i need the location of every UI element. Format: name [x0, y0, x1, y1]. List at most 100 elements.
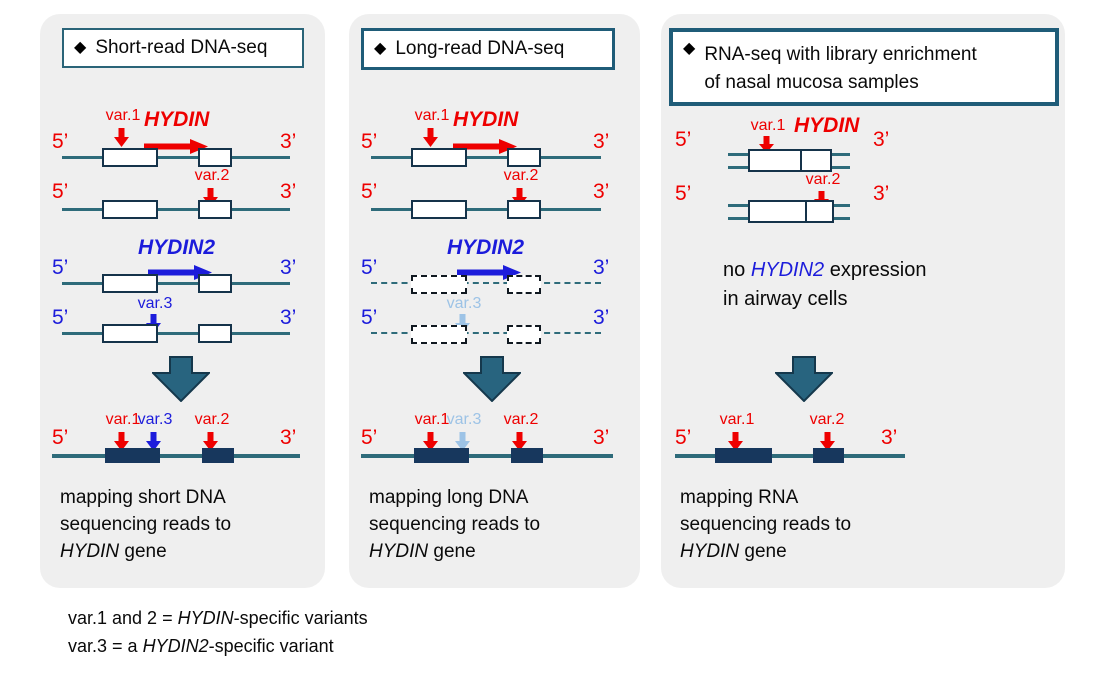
caption-line2: sequencing reads to	[369, 514, 541, 535]
var1-arrow-icon	[114, 432, 129, 451]
panel1-title: Short-read DNA-seq	[95, 37, 268, 58]
legend-line2: var.3 = a HYDIN2-specific variant	[68, 632, 368, 660]
three-prime-label: 3’	[593, 306, 610, 329]
caption-tail: gene	[428, 541, 476, 562]
exon-box	[198, 148, 232, 167]
var1-label: var.1	[105, 107, 141, 124]
three-prime-label: 3’	[593, 256, 610, 279]
exon-box	[102, 324, 158, 343]
five-prime-label: 5’	[361, 306, 378, 329]
note-post: expression	[824, 259, 927, 281]
exon-box-dashed	[507, 275, 541, 294]
var2-label: var.2	[809, 411, 845, 428]
var1-arrow-icon	[423, 128, 438, 147]
diamond-icon: ◆	[683, 40, 696, 57]
panel3-title-line1: RNA-seq with library enrichment	[704, 44, 977, 65]
var3-label: var.3	[446, 295, 482, 312]
gene-line-dashed	[371, 325, 601, 344]
diamond-icon: ◆	[74, 39, 87, 56]
caption-line2: sequencing reads to	[60, 514, 232, 535]
exon-box	[198, 324, 232, 343]
five-prime-label: 5’	[52, 306, 69, 329]
note-line2: in airway cells	[723, 288, 848, 310]
flow-down-arrow-icon	[775, 356, 833, 402]
caption-line1: mapping long DNA	[369, 487, 529, 508]
three-prime-label: 3’	[873, 182, 890, 205]
hydin-direction-arrow-icon	[453, 139, 517, 154]
var2-arrow-icon	[203, 188, 218, 207]
legend1-pre: var.1 and 2 =	[68, 608, 178, 628]
var1-arrow-icon	[728, 432, 743, 451]
exon-box-dashed	[411, 275, 467, 294]
var3-arrow-icon	[146, 314, 161, 333]
hydin-gene-label: HYDIN	[794, 114, 860, 137]
exon-divider	[800, 151, 802, 170]
mapped-gene-line	[52, 448, 300, 463]
diamond-icon: ◆	[374, 40, 387, 57]
panel3-title-box: ◆ RNA-seq with library enrichment of nas…	[669, 28, 1059, 106]
mapped-gene-line	[361, 448, 613, 463]
mapped-exon	[105, 448, 160, 463]
var1-label: var.1	[414, 107, 450, 124]
var3-arrow-icon	[455, 314, 470, 333]
mapping-caption: mapping RNA sequencing reads to HYDIN ge…	[680, 484, 940, 565]
hydin-gene-label: HYDIN	[144, 108, 210, 131]
exon-box	[198, 200, 232, 219]
five-prime-label: 5’	[675, 128, 692, 151]
legend2-pre: var.3 = a	[68, 636, 143, 656]
gene-line	[62, 324, 290, 343]
exon-box	[411, 148, 467, 167]
panel-short-read-dna-seq: ◆ Short-read DNA-seq 5’ var.1 HYDIN 3’ 5…	[40, 14, 325, 588]
three-prime-label: 3’	[881, 426, 898, 449]
caption-line1: mapping RNA	[680, 487, 799, 508]
flow-down-arrow-icon	[463, 356, 521, 402]
var2-label: var.2	[503, 167, 539, 184]
panel3-title: RNA-seq with library enrichment of nasal…	[704, 41, 976, 97]
hydin-direction-arrow-icon	[144, 139, 208, 154]
legend2-gene: HYDIN2	[142, 636, 209, 656]
exon-box-dashed	[507, 325, 541, 344]
var3-label: var.3	[137, 411, 173, 428]
var2-arrow-icon	[820, 432, 835, 451]
mapped-exon	[511, 448, 543, 463]
hydin-gene-label: HYDIN	[453, 108, 519, 131]
exon-box	[198, 274, 232, 293]
var1-label: var.1	[414, 411, 450, 428]
caption-line3: HYDIN gene	[680, 538, 940, 565]
caption-gene: HYDIN	[369, 541, 429, 562]
mapped-exon	[813, 448, 844, 463]
exon-box	[102, 200, 158, 219]
exon-box	[102, 148, 158, 167]
three-prime-label: 3’	[593, 180, 610, 203]
var1-label: var.1	[750, 117, 786, 134]
five-prime-label: 5’	[52, 426, 69, 449]
var3-label: var.3	[446, 411, 482, 428]
var3-arrow-icon	[146, 432, 161, 451]
var1-arrow-icon	[114, 128, 129, 147]
mapping-caption: mapping long DNA sequencing reads to HYD…	[369, 484, 629, 565]
exon-box	[507, 148, 541, 167]
five-prime-label: 5’	[361, 130, 378, 153]
no-expression-note: no HYDIN2 expression in airway cells	[723, 256, 926, 314]
mapped-gene-line	[675, 448, 905, 463]
var3-arrow-icon	[455, 432, 470, 451]
mapping-caption: mapping short DNA sequencing reads to HY…	[60, 484, 320, 565]
three-prime-label: 3’	[280, 256, 297, 279]
three-prime-label: 3’	[593, 130, 610, 153]
var2-arrow-icon	[814, 191, 829, 208]
panel2-title: Long-read DNA-seq	[395, 38, 565, 59]
transcript-exon-box	[748, 149, 832, 172]
caption-tail: gene	[119, 541, 167, 562]
note-pre: no	[723, 259, 751, 281]
hydin2-gene-label: HYDIN2	[138, 236, 216, 259]
note-gene: HYDIN2	[750, 259, 825, 281]
mapped-exon	[414, 448, 469, 463]
var2-label: var.2	[805, 171, 841, 188]
caption-line2: sequencing reads to	[680, 514, 852, 535]
var2-label: var.2	[194, 411, 230, 428]
legend2-post: -specific variant	[208, 636, 334, 656]
flow-down-arrow-icon	[152, 356, 210, 402]
variant-legend: var.1 and 2 = HYDIN-specific variants va…	[68, 604, 368, 660]
five-prime-label: 5’	[675, 182, 692, 205]
